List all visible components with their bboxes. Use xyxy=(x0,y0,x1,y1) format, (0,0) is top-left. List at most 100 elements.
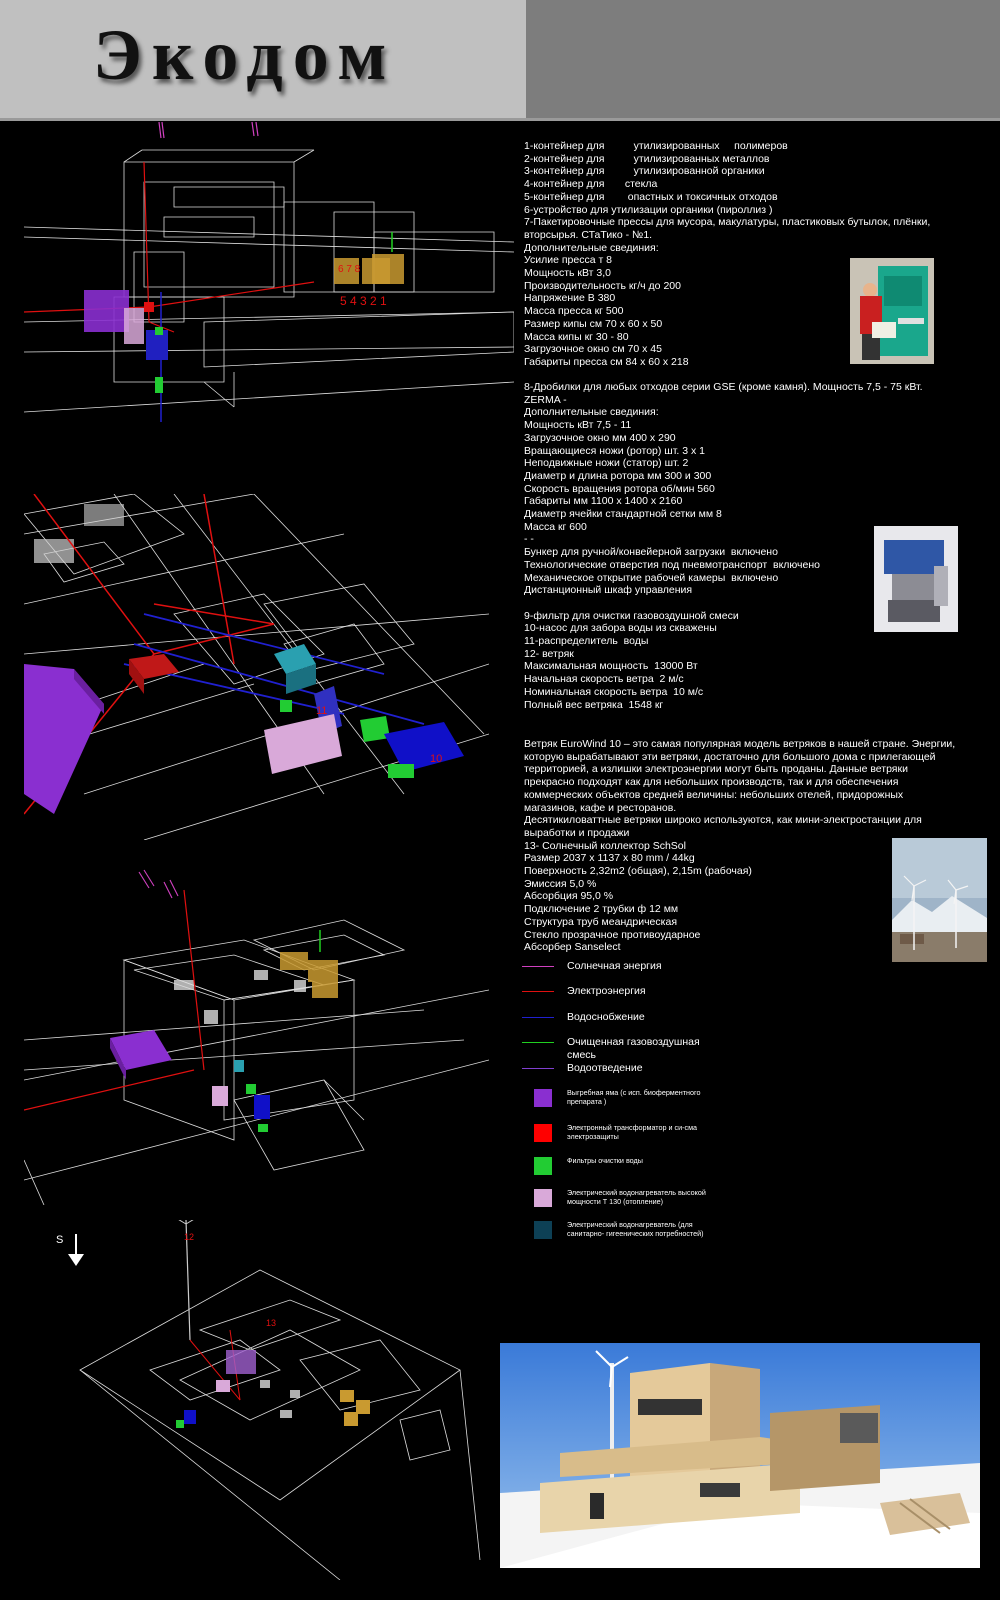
legend-label: Водоснобжение xyxy=(567,1011,645,1023)
legend-line-swatch xyxy=(522,1042,554,1043)
spec-line: Скорость вращения ротора об/мин 560 xyxy=(524,482,715,495)
spec-line: ZERMA - xyxy=(524,393,567,406)
spec-line: Загрузочное окно мм 400 х 290 xyxy=(524,431,676,444)
legend-color-swatch xyxy=(534,1124,552,1142)
legend-line-swatch xyxy=(522,1017,554,1018)
wind-turbines-photo xyxy=(892,838,987,962)
spec-line: Ветряк EuroWind 10 – это самая популярна… xyxy=(524,738,956,750)
spec-line: выработки и продажи xyxy=(524,826,630,839)
spec-line: Масса кг 600 xyxy=(524,520,587,533)
spec-line: 8-Дробилки для любых отходов серии GSE (… xyxy=(524,381,923,393)
spec-line: Диаметр ячейки стандартной сетки мм 8 xyxy=(524,508,722,521)
spec-line: 4-контейнер для стекла xyxy=(524,178,658,191)
spec-line: 13- Солнечный коллектор SchSol xyxy=(524,839,686,852)
spec-line: 6-устройство для утилизации органики (пи… xyxy=(524,203,773,216)
spec-line: Начальная скорость ветра 2 м/с xyxy=(524,673,684,686)
wireframe-drawing-1: 5 4 3 2 1 6 7 8 xyxy=(24,122,514,422)
spec-line: Производительность кг/ч до 200 xyxy=(524,279,681,292)
wireframe-drawing-2: 11 10 xyxy=(24,494,489,840)
spec-line: Масса пресса кг 500 xyxy=(524,305,624,318)
spec-line: Поверхность 2,32m2 (общая), 2,15m (рабоч… xyxy=(524,865,752,878)
shredder-photo xyxy=(874,526,958,632)
spec-line: Мощность кВт 3,0 xyxy=(524,267,611,280)
legend-label: Выгребная яма (с исп. биоферментного пре… xyxy=(567,1088,701,1106)
spec-line: Структура труб меандрическая xyxy=(524,915,677,928)
header-right-panel xyxy=(526,0,1000,118)
legend-label: Солнечная энергия xyxy=(567,960,662,972)
baling-press-photo xyxy=(850,258,934,364)
spec-line: Стекло прозрачное противоударное xyxy=(524,928,701,941)
legend-color-swatch xyxy=(534,1189,552,1207)
spec-line: Полный вес ветряка 1548 кг xyxy=(524,698,664,711)
panel1-number-labels: 5 4 3 2 1 xyxy=(340,294,387,308)
spec-line: Дистанционный шкаф управления xyxy=(524,584,693,597)
spec-line: Масса кипы кг 30 - 80 xyxy=(524,330,629,343)
spec-line: Технологические отверстия под пневмотран… xyxy=(524,558,821,571)
legend-line-swatch xyxy=(522,966,554,967)
spec-text-block-3: Ветряк EuroWind 10 – это самая популярна… xyxy=(524,738,964,954)
header-left-panel xyxy=(0,0,526,118)
spec-line: 1-контейнер для утилизированных полимеро… xyxy=(524,140,788,152)
page-title: Экодом xyxy=(93,15,397,95)
compass-label: S xyxy=(56,1234,63,1246)
legend-label: Очищенная газовоздушная смесь xyxy=(567,1036,700,1061)
legend-color-swatch xyxy=(534,1089,552,1107)
spec-line: 2-контейнер для утилизированных металлов xyxy=(524,152,770,165)
legend-line-swatch xyxy=(522,991,554,992)
legend-color-swatch xyxy=(534,1221,552,1239)
wireframe-drawing-3 xyxy=(24,869,489,1205)
spec-line: Размер 2037 x 1137 x 80 mm / 44kg xyxy=(524,852,695,865)
house-render xyxy=(500,1343,980,1568)
spec-line: 3-контейнер для утилизированной органики xyxy=(524,165,765,178)
legend-label: Электрический водонагреватель высокой мо… xyxy=(567,1188,706,1206)
panel2-label-10: 10 xyxy=(430,753,442,765)
spec-line: Абсорбция 95,0 % xyxy=(524,890,614,903)
panel4-label-13: 13 xyxy=(266,1318,276,1328)
spec-line: 7-Пакетировочные прессы для мусора, маку… xyxy=(524,216,931,229)
spec-line: - - xyxy=(524,533,534,546)
spec-text-block-2: 8-Дробилки для любых отходов серии GSE (… xyxy=(524,381,964,711)
legend-color-swatch xyxy=(534,1157,552,1175)
spec-line: Бункер для ручной/конвейерной загрузки в… xyxy=(524,546,778,559)
panel4-label-12: 12 xyxy=(184,1232,194,1242)
spec-line: Диаметр и длина ротора мм 300 и 300 xyxy=(524,469,712,482)
spec-line: 9-фильтр для очистки газовоздушной смеси xyxy=(524,609,739,622)
spec-line: Усилие пресса т 8 xyxy=(524,254,613,267)
spec-line: 12- ветряк xyxy=(524,647,574,660)
spec-line: вторсырья. СТаТико - №1. xyxy=(524,228,653,241)
spec-line: магазинов, кафе и ресторанов. xyxy=(524,801,677,814)
legend-line-swatch xyxy=(522,1068,554,1069)
spec-line: коммерческих объектов средней величины: … xyxy=(524,788,904,801)
spec-line: Механическое открытие рабочей камеры вкл… xyxy=(524,571,779,584)
header-divider xyxy=(0,118,1000,121)
legend-label: Водоотведение xyxy=(567,1062,643,1074)
spec-line: Габариты мм 1100 х 1400 х 2160 xyxy=(524,495,683,508)
spec-line: Эмиссия 5,0 % xyxy=(524,877,597,890)
spec-line: Десятикиловаттные ветряки широко использ… xyxy=(524,814,922,827)
spec-line: Дополнительные свединия: xyxy=(524,406,659,419)
spec-line: Напряжение В 380 xyxy=(524,292,616,305)
spec-line: Подключение 2 трубки ф 12 мм xyxy=(524,903,679,916)
spec-line: 5-контейнер для опастных и токсичных отх… xyxy=(524,190,778,203)
legend-label: Электрический водонагреватель (для санит… xyxy=(567,1220,704,1238)
spec-line: 10-насос для забора воды из скважены xyxy=(524,622,717,635)
spec-line: Загрузочное окно см 70 х 45 xyxy=(524,343,662,356)
panel1-top-labels: 6 7 8 xyxy=(338,264,361,275)
legend-label: Электроэнергия xyxy=(567,985,646,997)
spec-text-block-1: 1-контейнер для утилизированных полимеро… xyxy=(524,140,964,369)
spec-line: Дополнительные свединия: xyxy=(524,241,659,254)
spec-line: территорией, а излишки электроэнергии мо… xyxy=(524,763,908,776)
wireframe-drawing-4: S 12 13 xyxy=(56,1220,481,1580)
spec-line: Вращающиеся ножи (ротор) шт. 3 х 1 xyxy=(524,444,705,457)
legend-label: Электронный трансформатор и си-сма элект… xyxy=(567,1123,698,1141)
spec-line: Неподвижные ножи (статор) шт. 2 xyxy=(524,457,689,470)
spec-line: Номинальная скорость ветра 10 м/с xyxy=(524,685,704,698)
spec-line: прекрасно подходят как для небольших про… xyxy=(524,776,899,789)
spec-line: которую вырабатывают эти ветряки, достат… xyxy=(524,750,936,763)
spec-line: Габариты пресса см 84 х 60 х 218 xyxy=(524,355,689,368)
spec-line: Абсорбер Sanselect xyxy=(524,941,621,954)
spec-line: Мощность кВт 7,5 - 11 xyxy=(524,419,632,432)
panel2-label-11: 11 xyxy=(316,705,327,717)
legend-label: Фильтры очистки воды xyxy=(567,1156,643,1165)
spec-line: Максимальная мощность 13000 Вт xyxy=(524,660,698,673)
